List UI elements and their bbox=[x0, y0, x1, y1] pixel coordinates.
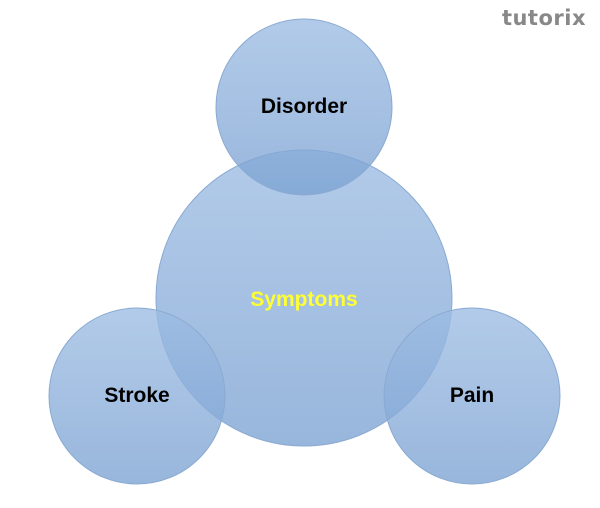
circle-disorder bbox=[215, 18, 393, 196]
tutorix-logo: tutorix bbox=[501, 6, 586, 30]
circle-stroke bbox=[48, 307, 226, 485]
label-pain: Pain bbox=[450, 384, 494, 407]
label-symptoms: Symptoms bbox=[250, 288, 357, 311]
label-stroke: Stroke bbox=[104, 384, 169, 407]
circle-pain bbox=[383, 307, 561, 485]
label-disorder: Disorder bbox=[261, 95, 347, 118]
